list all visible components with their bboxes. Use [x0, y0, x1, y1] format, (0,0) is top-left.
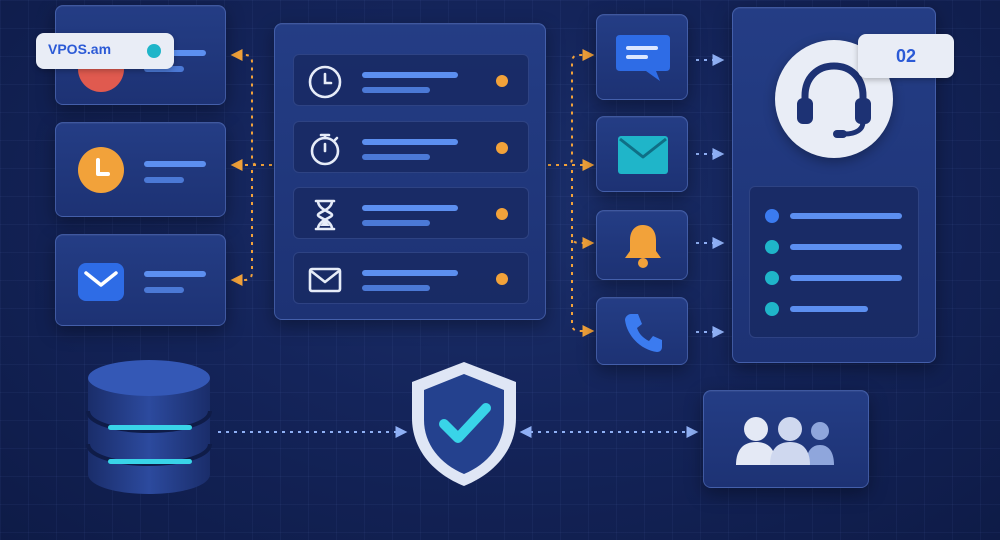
schedule-row-mail[interactable]	[293, 252, 529, 304]
list-line	[790, 306, 868, 312]
row-line	[362, 270, 458, 276]
card-line	[144, 161, 206, 167]
list-dot	[765, 240, 779, 254]
page-number-badge: 02	[858, 34, 954, 78]
channel-card-email[interactable]	[596, 116, 688, 192]
users-card[interactable]	[703, 390, 869, 488]
card-line	[144, 66, 184, 72]
channel-card-bell[interactable]	[596, 210, 688, 280]
channel-card-chat[interactable]	[596, 14, 688, 100]
row-line	[362, 205, 458, 211]
row-line	[362, 72, 458, 78]
clock-icon	[308, 65, 342, 99]
card-line	[144, 271, 206, 277]
schedule-row-hourglass[interactable]	[293, 187, 529, 239]
email-icon	[618, 136, 668, 174]
card-line	[144, 177, 184, 183]
list-dot	[765, 209, 779, 223]
row-line	[362, 220, 430, 226]
support-list	[749, 186, 919, 338]
card-line	[144, 50, 206, 56]
bell-icon	[623, 223, 663, 269]
row-line	[362, 285, 430, 291]
hourglass-icon	[308, 198, 342, 232]
status-dot	[496, 142, 508, 154]
left-card-2	[55, 122, 226, 217]
chat-bubble-icon	[616, 33, 670, 83]
clock-orange-icon	[78, 147, 124, 193]
mail-outline-icon	[308, 263, 342, 297]
row-line	[362, 154, 430, 160]
list-line	[790, 244, 902, 250]
headset-icon	[793, 58, 875, 140]
schedule-row-stopwatch[interactable]	[293, 121, 529, 173]
page-number: 02	[895, 46, 917, 66]
mail-blue-icon	[78, 261, 124, 303]
status-dot	[496, 75, 508, 87]
schedule-row-clock[interactable]	[293, 54, 529, 106]
card-line	[144, 287, 184, 293]
stopwatch-icon	[308, 132, 342, 166]
row-line	[362, 139, 458, 145]
users-group-icon	[732, 415, 846, 467]
status-dot	[496, 273, 508, 285]
left-card-3	[55, 234, 226, 326]
logo-text: VPOS.am	[48, 41, 112, 57]
list-line	[790, 275, 902, 281]
list-dot	[765, 302, 779, 316]
channel-card-phone[interactable]	[596, 297, 688, 365]
list-dot	[765, 271, 779, 285]
logo-dot	[147, 44, 161, 58]
schedule-panel	[274, 23, 546, 320]
phone-icon	[625, 312, 663, 352]
list-line	[790, 213, 902, 219]
database-icon	[86, 356, 212, 496]
shield-check-icon	[408, 360, 520, 488]
support-avatar	[775, 40, 893, 158]
logo-badge[interactable]: VPOS.am	[36, 33, 174, 69]
row-line	[362, 87, 430, 93]
status-dot	[496, 208, 508, 220]
